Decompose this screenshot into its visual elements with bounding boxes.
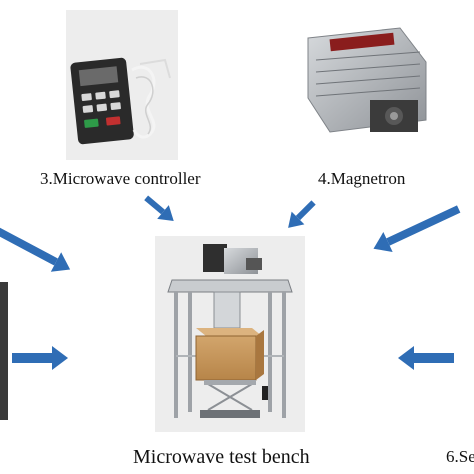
arrow-magnetron-to-bench bbox=[288, 200, 316, 228]
magnetron-label: 4.Magnetron bbox=[318, 169, 406, 188]
arrow-right-to-bench bbox=[398, 346, 454, 370]
arrow-left-to-bench bbox=[12, 346, 68, 370]
item-six-label: 6.Se bbox=[446, 447, 474, 466]
left-panel-photo bbox=[0, 282, 8, 420]
arrow-upper-right-to-bench bbox=[373, 205, 461, 252]
arrow-upper-left-to-bench bbox=[0, 225, 71, 272]
microwave-controller-label: 3.Microwave controller bbox=[40, 169, 201, 188]
test-bench-photo bbox=[155, 236, 305, 432]
microwave-controller-photo bbox=[66, 10, 178, 160]
magnetron-photo bbox=[298, 20, 428, 148]
arrow-controller-to-bench bbox=[144, 195, 174, 221]
test-bench-label: Microwave test bench bbox=[133, 446, 310, 468]
